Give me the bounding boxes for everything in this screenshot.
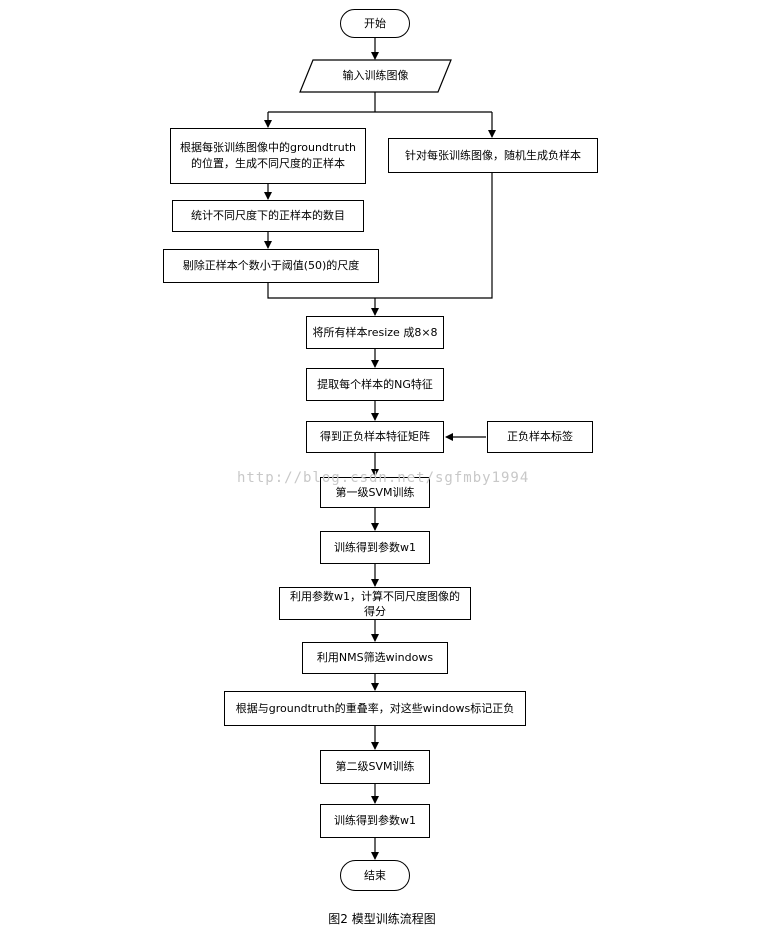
remove-scale-node: 剔除正样本个数小于阈值(50)的尺度 [163,249,379,283]
positive-sample-label-line1: 根据每张训练图像中的groundtruth [179,141,356,154]
edge-split [268,92,492,113]
param1-node: 训练得到参数w1 [320,531,430,564]
input-label: 输入训练图像 [342,69,409,82]
count-node: 统计不同尺度下的正样本的数目 [172,200,364,232]
mark-node: 根据与groundtruth的重叠率，对这些windows标记正负 [224,691,526,726]
svm2-node: 第二级SVM训练 [320,750,430,784]
score-node: 利用参数w1，计算不同尺度图像的 得分 [279,587,471,620]
extract-feature-node: 提取每个样本的NG特征 [306,368,444,401]
negative-sample-label: 针对每张训练图像，随机生成负样本 [405,148,581,162]
param2-node: 训练得到参数w1 [320,804,430,838]
edge-neg-merge [375,173,493,299]
count-label: 统计不同尺度下的正样本的数目 [191,209,345,222]
input-parallelogram [299,59,452,93]
resize-node: 将所有样本resize 成8×8 [306,316,444,349]
end-node: 结束 [340,860,410,891]
extract-feature-label: 提取每个样本的NG特征 [317,377,433,391]
nms-label: 利用NMS筛选windows [316,651,434,664]
positive-sample-node: 根据每张训练图像中的groundtruth 的位置，生成不同尺度的正样本 [170,128,366,184]
start-label: 开始 [364,16,386,30]
nms-node: 利用NMS筛选windows [302,642,448,674]
input-node: 输入训练图像 [300,60,451,92]
edge-remove-merge [267,283,375,299]
start-node: 开始 [340,9,410,38]
negative-sample-node: 针对每张训练图像，随机生成负样本 [388,138,598,173]
end-label: 结束 [364,868,386,882]
score-label-line2: 得分 [364,604,386,618]
watermark-text: http://blog.csdn.net/sgfmby1994 [237,470,530,486]
param1-label: 训练得到参数w1 [334,540,416,554]
feature-matrix-node: 得到正负样本特征矩阵 [306,421,444,453]
positive-sample-label-line2: 的位置，生成不同尺度的正样本 [191,157,345,170]
labels-node: 正负样本标签 [487,421,593,453]
resize-label: 将所有样本resize 成8×8 [312,325,438,339]
score-label-line1: 利用参数w1，计算不同尺度图像的 [290,589,460,603]
param2-label: 训练得到参数w1 [334,814,416,827]
mark-label: 根据与groundtruth的重叠率，对这些windows标记正负 [235,701,515,715]
figure-caption: 图2 模型训练流程图 [328,912,436,926]
remove-scale-label: 剔除正样本个数小于阈值(50)的尺度 [182,259,360,272]
feature-matrix-label: 得到正负样本特征矩阵 [320,430,430,443]
labels-label: 正负样本标签 [507,430,573,443]
svm2-label: 第二级SVM训练 [335,760,415,773]
svm1-label: 第一级SVM训练 [335,485,415,499]
svm1-node: 第一级SVM训练 [320,477,430,508]
